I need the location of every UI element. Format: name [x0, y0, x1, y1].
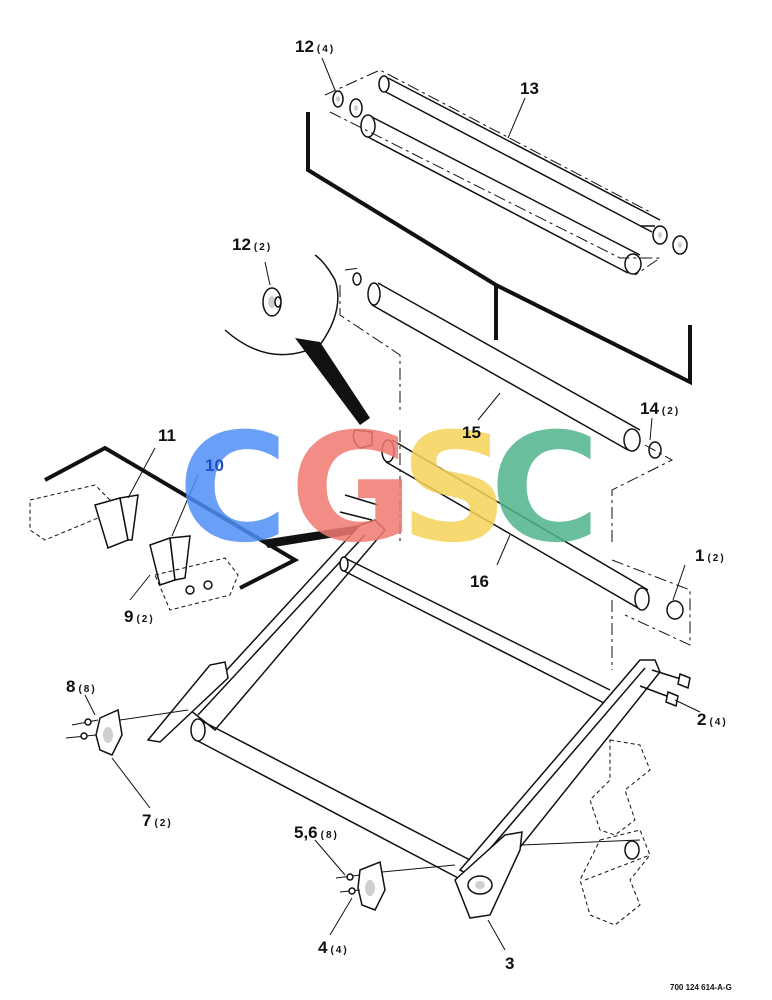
detail-inset-bearing	[224, 254, 370, 425]
drawing-part-number: 700 124 614-A-G	[670, 983, 732, 992]
watermark-letter-g: G	[290, 402, 413, 576]
roller-16	[352, 429, 691, 670]
callout-3: 3	[505, 954, 514, 973]
callout-8: 8(8)	[66, 677, 97, 696]
callout-7: 7(2)	[142, 811, 173, 830]
callout-14: 14(2)	[640, 399, 680, 418]
gsc-watermark: C G S C	[178, 402, 600, 576]
callout-labels: 12(4) 13 12(2) 14(2) 15 11 10 16 1(2) 9(…	[66, 37, 728, 973]
callout-12b: 12(2)	[232, 235, 272, 254]
callout-12a: 12(4)	[295, 37, 335, 56]
callout-11: 11	[158, 426, 176, 445]
leader-lines	[84, 57, 701, 951]
callout-9: 9(2)	[124, 607, 155, 626]
callout-13: 13	[520, 79, 539, 98]
watermark-letter-c1: C	[178, 402, 288, 576]
roller-15	[339, 267, 674, 545]
bearing-housing-7	[65, 708, 189, 756]
watermark-letter-c2: C	[490, 402, 600, 576]
bracket-inset-left	[29, 445, 360, 611]
callout-15: 15	[462, 423, 481, 442]
callout-4: 4(4)	[318, 938, 349, 957]
bearing-housing-4	[335, 860, 456, 911]
callout-16: 16	[470, 572, 489, 591]
roller-assembly-13	[306, 69, 692, 386]
main-frame-3	[146, 494, 691, 919]
callout-5-6: 5,6(8)	[294, 823, 339, 842]
watermark-letter-s: S	[400, 402, 508, 576]
chassis-inset-right	[521, 739, 651, 926]
callout-1: 1(2)	[695, 546, 726, 565]
callout-2: 2(4)	[697, 710, 728, 729]
callout-10: 10	[205, 456, 224, 475]
